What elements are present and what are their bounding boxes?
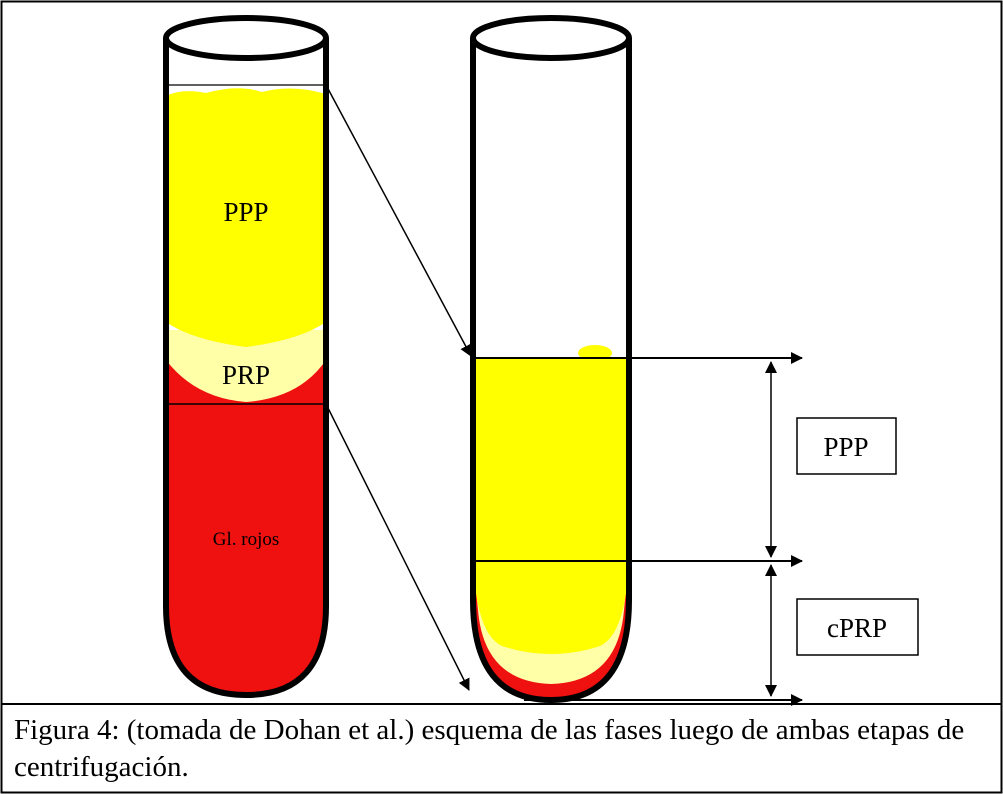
right-tube (470, 15, 632, 704)
left-tube: PPP PRP Gl. rojos (163, 15, 329, 699)
red-cells-layer (166, 360, 326, 695)
cprp-box-label: cPRP (827, 613, 887, 643)
left-tube-rim (163, 15, 329, 61)
ppp-box: PPP (796, 417, 897, 475)
red-cells-label: Gl. rojos (213, 529, 280, 550)
arrow-bottom (325, 403, 470, 691)
left-tube-outline (163, 38, 329, 699)
ppp-box-label: PPP (823, 432, 868, 462)
right-ppp-layer (473, 358, 629, 654)
prp-label: PRP (222, 360, 270, 390)
arrow-top (325, 84, 472, 357)
ppp-label: PPP (223, 197, 268, 227)
ppp-layer (166, 88, 326, 347)
right-tube-rim (470, 15, 632, 61)
prp-layer (166, 330, 326, 402)
cprp-box: cPRP (796, 598, 919, 656)
figure-caption: Figura 4: (tomada de Dohan et al.) esque… (14, 714, 965, 783)
